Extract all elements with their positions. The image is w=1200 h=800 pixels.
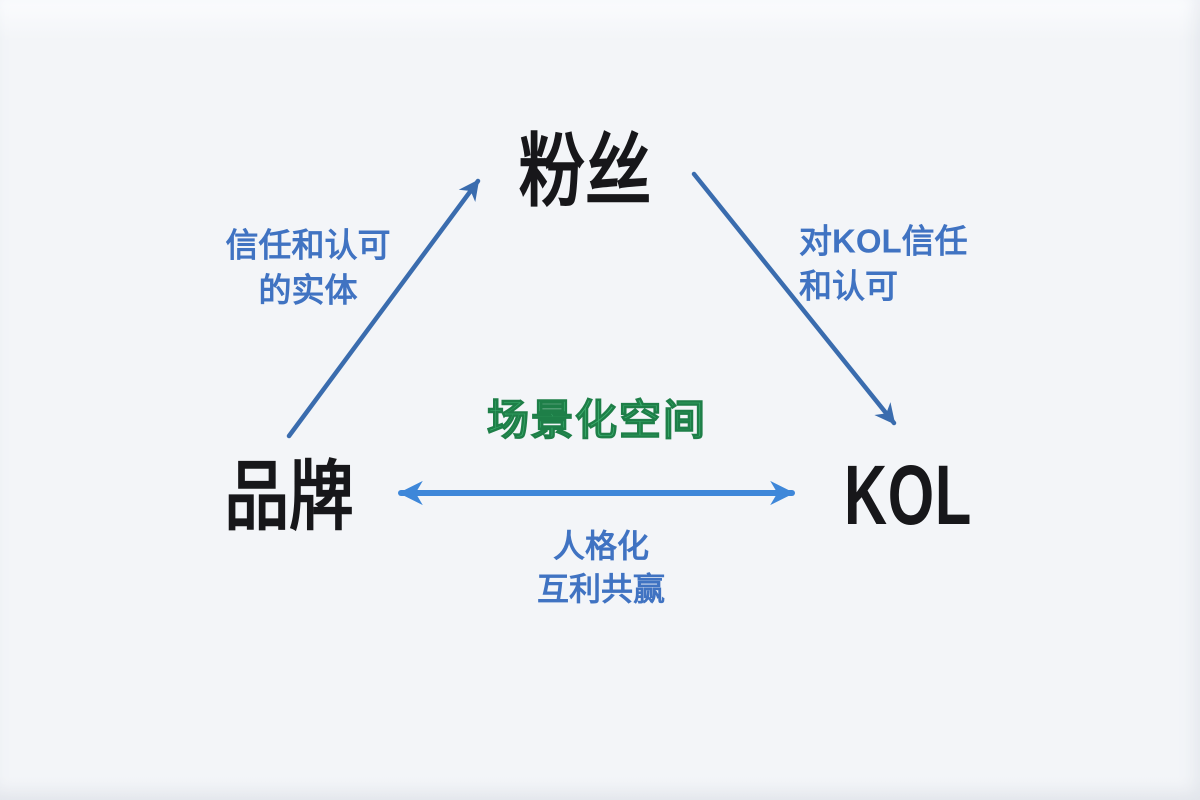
edge-label-mutual-benefit-line2: 互利共赢 bbox=[536, 571, 666, 607]
node-brand: 品牌 bbox=[224, 455, 354, 540]
center-label-scene-space: 场景化空间 bbox=[486, 396, 708, 444]
edge-label-kol-trust-line1: 对KOL信任 bbox=[799, 222, 968, 260]
edge-label-kol-trust: 对KOL信任 和认可 bbox=[799, 219, 968, 308]
edge-label-mutual-benefit-line1: 人格化 bbox=[552, 527, 650, 564]
edge-label-kol-trust-line2: 和认可 bbox=[799, 267, 898, 304]
edge-label-trust-entity: 信任和认可 的实体 bbox=[226, 223, 391, 312]
node-fans: 粉丝 bbox=[518, 127, 652, 216]
node-kol: KOL bbox=[843, 448, 973, 542]
arrow-fans-to-kol bbox=[691, 171, 897, 426]
edge-label-trust-entity-line1: 信任和认可 bbox=[225, 226, 391, 264]
edge-label-mutual-benefit: 人格化 互利共赢 bbox=[537, 525, 665, 611]
arrow-brand-to-fans bbox=[286, 178, 481, 439]
edge-label-trust-entity-line2: 的实体 bbox=[258, 271, 358, 308]
